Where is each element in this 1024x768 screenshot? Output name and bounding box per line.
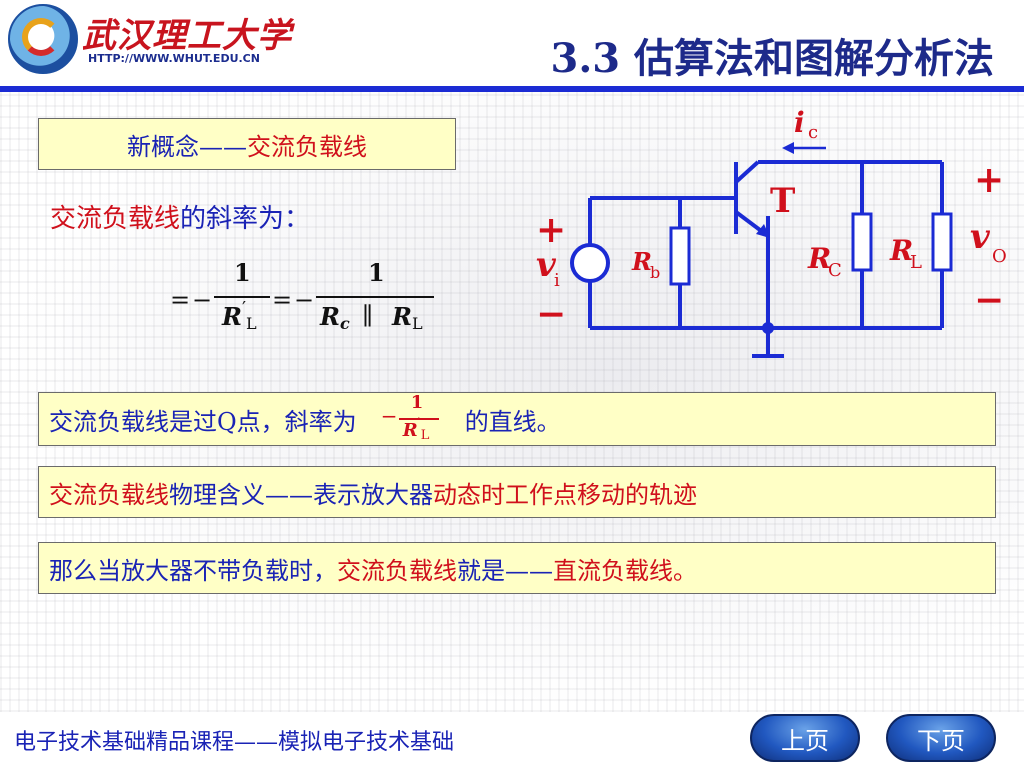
resistor-rl — [931, 212, 953, 272]
formula-parallel: ∥ — [362, 302, 374, 330]
slope-formula: = − 1 R ′ L = − 1 R c ∥ R L — [160, 258, 460, 348]
meaning-end: 动态时工作点移动的轨迹 — [433, 480, 697, 509]
meaning-mid: 物理含义——表示放大器 — [169, 480, 433, 509]
slope-rest: 的斜率为： — [180, 204, 311, 234]
formula-minus-1: − — [192, 286, 213, 314]
vo-sub: O — [992, 246, 1007, 267]
concept-term: 交流负载线 — [247, 132, 367, 161]
formula-prime-mark: ′ — [242, 298, 247, 319]
no-load-box: 那么当放大器不带负载时，交流负载线就是——直流负载线。 — [38, 542, 996, 594]
course-title: 电子技术基础精品课程——模拟电子技术基础 — [14, 730, 455, 755]
ground-junction — [762, 322, 774, 334]
input-minus: − — [536, 293, 566, 335]
q-point-minus: − — [380, 404, 398, 428]
formula-rl: R — [392, 302, 412, 331]
circuit-wires — [588, 160, 944, 358]
output-plus: + — [974, 159, 1004, 201]
meaning-box: 交流负载线物理含义——表示放大器动态时工作点移动的轨迹 — [38, 466, 996, 518]
output-minus: − — [974, 279, 1004, 321]
formula-rc-sub: c — [340, 314, 350, 333]
q-point-sub: L — [420, 428, 430, 443]
concept-prefix: 新概念—— — [127, 132, 247, 161]
vi-sub: i — [554, 270, 560, 291]
next-page-button[interactable]: 下页 — [886, 714, 996, 762]
formula-fraction-bar-2 — [316, 296, 434, 298]
formula-rl-prime: R — [222, 302, 242, 331]
transistor-symbol — [734, 160, 770, 238]
ic-sub: c — [808, 122, 818, 143]
rc-label: R — [807, 242, 831, 275]
no-load-mid: 就是—— — [457, 556, 553, 585]
rb-label: R — [631, 247, 652, 276]
current-arrow-icon — [782, 142, 794, 154]
q-point-box: 交流负载线是过Q点，斜率为 − 1 R ′ L 的直线。 — [38, 392, 996, 446]
q-point-text: 交流负载线是过Q点，斜率为 — [49, 407, 357, 436]
rl-sub: L — [910, 252, 922, 273]
page-title: 3.3 估算法和图解分析法 — [550, 35, 994, 82]
prev-page-button[interactable]: 上页 — [750, 714, 860, 762]
q-point-fraction: − 1 R ′ L — [380, 392, 451, 444]
university-name: 武汉理工大学 — [82, 16, 292, 56]
header-divider — [0, 86, 1024, 92]
vo-label: v — [970, 217, 991, 257]
meaning-term: 交流负载线 — [49, 480, 169, 509]
resistor-rb — [669, 226, 691, 286]
formula-fraction-bar-1 — [214, 296, 270, 298]
q-point-fraction-bar — [398, 418, 439, 420]
no-load-term: 交流负载线 — [337, 556, 457, 585]
formula-rc: R — [320, 302, 340, 331]
transistor-label: T — [770, 181, 795, 221]
formula-numerator-1: 1 — [234, 258, 251, 287]
voltage-source-icon — [570, 243, 610, 283]
q-point-one: 1 — [410, 392, 424, 413]
concept-box: 新概念——交流负载线 — [38, 118, 456, 170]
input-plus: + — [536, 209, 566, 251]
vi-label: v — [536, 245, 557, 285]
rb-sub: b — [650, 263, 660, 282]
formula-rl-prime-sub: L — [246, 314, 257, 333]
formula-minus-2: − — [294, 286, 315, 314]
amplifier-circuit: i c T + v i − R b R C R L + v O − — [536, 106, 1007, 358]
rc-sub: C — [828, 260, 842, 281]
emitter-arrow-icon — [756, 224, 770, 238]
resistor-rc — [851, 212, 873, 272]
q-point-r: R — [402, 420, 418, 441]
slope-term: 交流负载线 — [50, 204, 181, 234]
rl-label: R — [889, 234, 913, 267]
q-point-end: 的直线。 — [464, 407, 561, 436]
formula-equals-2: = — [272, 286, 293, 314]
logo-swirl-icon — [22, 18, 60, 56]
formula-equals-1: = — [170, 286, 191, 314]
slope-sentence: 交流负载线的斜率为： — [50, 198, 310, 235]
ic-label: i — [794, 106, 805, 139]
no-load-start: 那么当放大器不带负载时， — [49, 556, 337, 585]
university-url: HTTP://WWW.WHUT.EDU.CN — [88, 52, 260, 65]
formula-numerator-2: 1 — [368, 258, 385, 287]
q-point-prime: ′ — [416, 416, 420, 432]
no-load-end: 直流负载线。 — [553, 556, 697, 585]
formula-rl-sub: L — [412, 314, 423, 333]
